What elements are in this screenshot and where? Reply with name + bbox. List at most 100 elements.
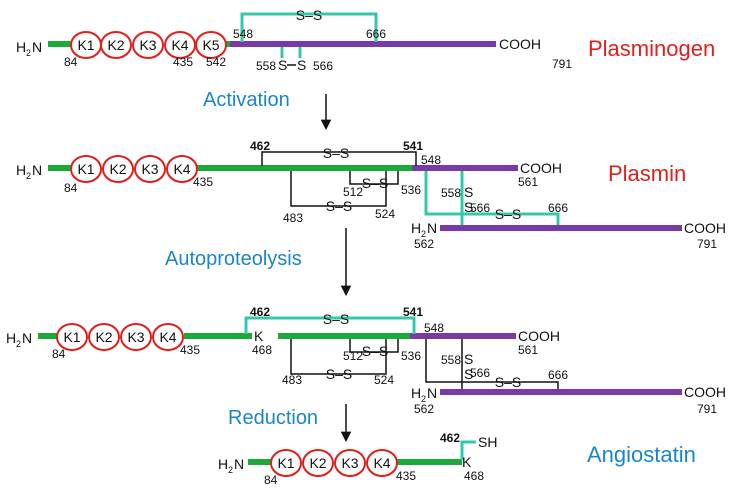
residue-562: 562 (414, 237, 434, 251)
light-chain-n: N (427, 220, 437, 236)
light-chain-c-terminus: COOH (684, 384, 726, 400)
residue-435: 435 (396, 469, 416, 483)
light-chain-c-terminus: COOH (684, 220, 726, 236)
heavy-chain-c-terminus: COOH (520, 160, 562, 176)
kringle-k4: K4 (166, 155, 198, 183)
residue-541: 541 (403, 139, 423, 153)
kringle-ring (166, 155, 198, 183)
kringle-label: K5 (202, 37, 219, 53)
residue-561: 561 (518, 343, 538, 357)
residue-562: 562 (414, 402, 434, 416)
kringle-label: K1 (63, 329, 80, 345)
kringle-ring (334, 449, 366, 477)
disulfide-462-541 (261, 151, 417, 166)
disulfide-label: S–S (362, 175, 388, 191)
disulfide-548-666 (425, 339, 559, 392)
disulfide-462-541 (244, 316, 416, 334)
sulfur-566: S (464, 366, 473, 382)
kringle-k3: K3 (334, 449, 366, 477)
kringle-label: K2 (107, 37, 124, 53)
residue-84: 84 (64, 181, 78, 195)
residue-524: 524 (374, 373, 394, 387)
kringle-label: K1 (77, 161, 94, 177)
lysine-468: K (462, 454, 472, 470)
kringle-k5: K5 (195, 31, 227, 59)
kringle-ring (270, 449, 302, 477)
disulfide-483-524 (290, 339, 387, 375)
n-terminus-h: H (6, 330, 16, 346)
kringle-ring (302, 449, 334, 477)
kringle-label: K1 (277, 455, 294, 471)
residue-791: 791 (697, 402, 717, 416)
angiostatin-molecule: H 2 N K1 K2 K3 K4 84 435 462 SH K 468 (218, 431, 497, 487)
disulfide-label: S–S (362, 343, 388, 359)
n-terminus-subscript: 2 (26, 171, 31, 181)
kringle-label: K4 (373, 455, 390, 471)
disulfide-548-666 (240, 12, 378, 42)
autoproteolyzed-plasmin: H 2 N K1 K2 K3 K4 84 435 K 468 S–S 462 5… (6, 305, 726, 416)
residue-483: 483 (282, 373, 302, 387)
sulfur-566: S (297, 57, 306, 73)
n-terminus-n: N (32, 39, 42, 55)
disulfide-label: S–S (326, 198, 352, 214)
residue-462: 462 (250, 139, 270, 153)
kringle-label: K4 (171, 37, 188, 53)
residue-536: 536 (401, 183, 421, 197)
disulfide-label: S–S (296, 7, 322, 23)
kringle-k4: K4 (366, 449, 398, 477)
residue-84: 84 (64, 55, 78, 69)
kringle-label: K4 (159, 329, 176, 345)
kringle-label: K2 (309, 455, 326, 471)
kringle-label: K3 (127, 329, 144, 345)
kringle-label: K2 (95, 329, 112, 345)
kringle-k4: K4 (152, 323, 184, 351)
residue-435: 435 (173, 55, 193, 69)
residue-468: 468 (464, 469, 484, 483)
kringle-label: K2 (109, 161, 126, 177)
disulfide-label: S–S (323, 311, 349, 327)
plasminogen-title: Plasminogen (588, 36, 715, 61)
autoproteolysis-step-label: Autoproteolysis (165, 248, 302, 270)
disulfide-label: S–S (495, 374, 521, 390)
residue-558: 558 (256, 59, 276, 73)
residue-541: 541 (403, 305, 423, 319)
kringle-ring (132, 31, 164, 59)
residue-524: 524 (375, 207, 395, 221)
residue-483: 483 (283, 211, 303, 225)
light-chain-h: H (411, 385, 421, 401)
n-terminus-subscript: 2 (26, 48, 31, 58)
light-chain-n: N (427, 385, 437, 401)
residue-566: 566 (313, 59, 333, 73)
kringle-k4: K4 (164, 31, 196, 59)
residue-536: 536 (401, 349, 421, 363)
kringle-k2: K2 (88, 323, 120, 351)
kringle-label: K3 (139, 37, 156, 53)
thiol-group: SH (478, 434, 497, 450)
kringle-k3: K3 (132, 31, 164, 59)
residue-548: 548 (421, 153, 441, 167)
disulfide-483-524 (290, 171, 387, 207)
light-chain-subscript: 2 (421, 229, 426, 239)
activation-step-label: Activation (203, 89, 290, 111)
kringle-ring (88, 323, 120, 351)
residue-512: 512 (343, 349, 363, 363)
kringle-ring (102, 155, 134, 183)
plasminogen-molecule: H 2 N K1 K2 K3 K4 K5 84 435 542 S–S (16, 7, 572, 73)
disulfide-512-536 (349, 171, 399, 185)
residue-566: 566 (470, 201, 490, 215)
residue-468: 468 (252, 343, 272, 357)
kringle-ring (120, 323, 152, 351)
residue-512: 512 (343, 185, 363, 199)
kringle-k2: K2 (302, 449, 334, 477)
kringle-ring (152, 323, 184, 351)
heavy-chain-c-terminus: COOH (518, 328, 560, 344)
residue-435: 435 (180, 343, 200, 357)
kringle-k1: K1 (270, 449, 302, 477)
kringle-label: K1 (77, 37, 94, 53)
residue-791: 791 (552, 57, 572, 71)
kringle-k2: K2 (100, 31, 132, 59)
n-terminus-h: H (16, 39, 26, 55)
residue-548: 548 (424, 321, 444, 335)
kringle-ring (100, 31, 132, 59)
residue-462: 462 (250, 305, 270, 319)
